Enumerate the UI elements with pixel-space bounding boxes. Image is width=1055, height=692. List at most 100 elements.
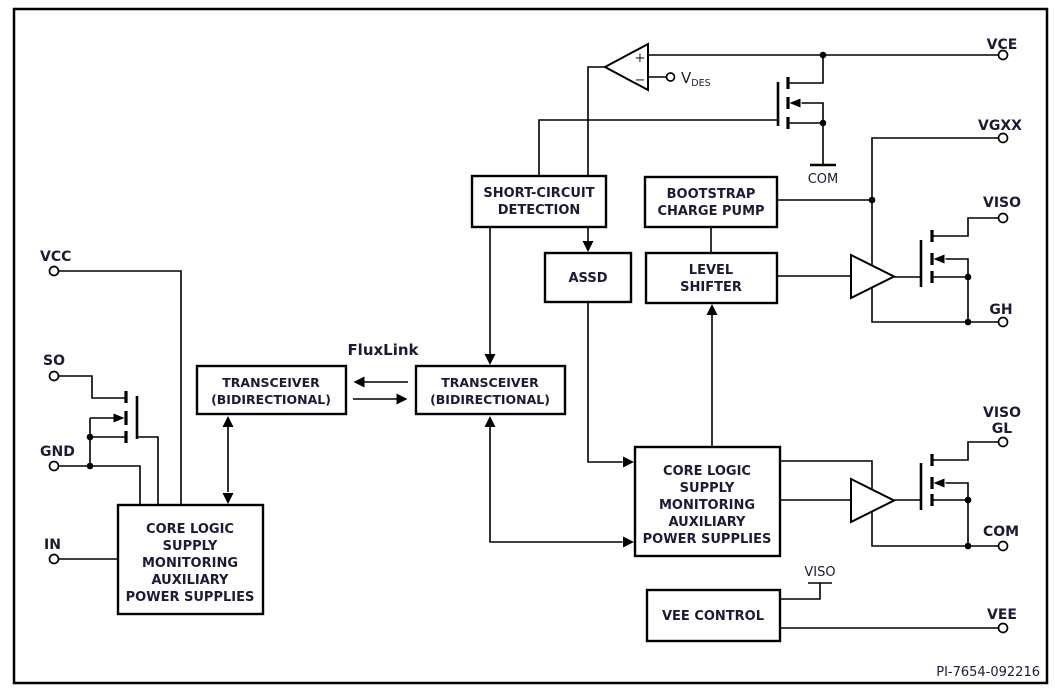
wire-pmos-body <box>801 102 824 123</box>
block-assd: ASSD <box>543 251 633 304</box>
wire-mosfet-high-body <box>945 258 969 277</box>
arrow-into-transceiver-left-bottom <box>222 416 234 427</box>
fluxlink-label: FluxLink <box>347 341 419 359</box>
wire-assd-to-core-right <box>587 302 623 463</box>
block-transceiver-left: TRANSCEIVER (BIDIRECTIONAL) <box>195 364 348 416</box>
desat-pmos <box>776 77 801 129</box>
pin-gh-label: GH <box>989 302 1012 318</box>
block-core-logic-right-box <box>633 445 782 558</box>
pin-vcc-terminal <box>48 265 60 277</box>
junction-dot <box>964 318 972 326</box>
comparator-minus-sign: − <box>635 73 646 88</box>
pin-viso-low-label: VISO <box>983 405 1021 421</box>
pin-vce-terminal <box>997 49 1009 61</box>
block-bootstrap-charge-pump-box <box>643 175 779 229</box>
block-bootstrap-charge-pump: BOOTSTRAP CHARGE PUMP <box>643 175 779 229</box>
high-side-mosfet-body-arrow <box>933 254 945 264</box>
pin-vee-label: VEE <box>987 607 1017 623</box>
junction-dot <box>964 273 972 281</box>
left-mosfet <box>113 391 139 443</box>
block-label: TRANSCEIVER <box>441 375 539 390</box>
pin-in-terminal <box>48 553 60 565</box>
junction-dot <box>868 196 876 204</box>
high-side-buffer <box>850 253 897 300</box>
high-side-mosfet <box>919 230 945 287</box>
pin-vgxx-label: VGXX <box>978 118 1022 134</box>
vdes-subscript: DES <box>691 78 710 89</box>
block-label: MONITORING <box>142 556 238 571</box>
pin-gl-label: GL <box>992 421 1012 437</box>
block-label: CHARGE PUMP <box>657 204 764 219</box>
pin-viso-high-label: VISO <box>983 195 1021 211</box>
pin-gl-terminal <box>997 436 1009 448</box>
block-label: CORE LOGIC <box>146 522 234 537</box>
block-core-logic-left-box <box>116 503 265 616</box>
labels: VCC SO GND IN VCE VGXX VISO GH VISO GL C… <box>40 37 1040 680</box>
vdes-terminal <box>665 72 676 82</box>
pin-gnd-label: GND <box>40 444 75 460</box>
wire-mosfet-low-drain-gl <box>932 441 999 461</box>
pin-viso-high-terminal <box>997 212 1009 224</box>
pin-vee-terminal <box>997 622 1009 634</box>
junction-dot <box>819 51 827 59</box>
wire-gnd <box>58 465 141 505</box>
block-label: ASSD <box>569 271 608 286</box>
pin-vgxx-terminal <box>997 132 1009 144</box>
pin-so-label: SO <box>43 353 65 369</box>
block-label: SUPPLY <box>680 481 735 496</box>
wire-mosfet-low-body <box>945 482 969 500</box>
wire-comparator-output <box>587 66 605 176</box>
block-level-shifter-box <box>644 251 779 305</box>
block-transceiver-right-box <box>414 364 567 416</box>
wire-mosfet-high-drain-viso <box>932 217 999 237</box>
low-side-mosfet <box>919 454 945 510</box>
pin-vce-label: VCE <box>987 37 1018 53</box>
arrow-into-level-shifter <box>706 304 718 315</box>
block-label: BOOTSTRAP <box>667 187 756 202</box>
block-short-circuit-detection-box <box>470 174 608 229</box>
block-label: CORE LOGIC <box>663 464 751 479</box>
block-transceiver-left-box <box>195 364 348 416</box>
arrow-into-transceiver-right-top <box>484 354 496 365</box>
block-label: TRANSCEIVER <box>222 375 320 390</box>
pin-gh-terminal <box>997 316 1009 328</box>
fluxlink-arrow-left <box>353 376 365 388</box>
vdes-main: V <box>681 69 692 87</box>
pin-com-label: COM <box>983 524 1019 540</box>
wire-vcc <box>58 270 182 505</box>
block-label: AUXILIARY <box>152 573 230 588</box>
block-vee-control: VEE CONTROL <box>645 588 782 643</box>
arrow-into-transceiver-right-bottom <box>484 416 496 427</box>
junction-dots <box>86 51 972 550</box>
block-label: (BIDIRECTIONAL) <box>211 392 331 407</box>
comparator-plus-sign: + <box>635 51 646 66</box>
arrowheads <box>222 241 718 548</box>
block-label: DETECTION <box>498 203 581 218</box>
block-assd-box <box>543 251 633 304</box>
wire-transceiver-to-core-right <box>489 427 623 543</box>
block-label: SHORT-CIRCUIT <box>483 186 594 201</box>
pin-so-terminal <box>48 370 60 382</box>
wire-scd-to-pmos-gate <box>538 119 778 176</box>
junction-dot <box>819 119 827 127</box>
junction-dot <box>86 433 94 441</box>
wire-pmos-drain <box>788 55 824 84</box>
pin-in-label: IN <box>44 537 61 553</box>
wire-vgxx-gh-rail <box>871 137 999 323</box>
block-vee-control-box <box>645 588 782 643</box>
arrow-into-core-left-top <box>222 493 234 504</box>
pin-terminals <box>48 49 1009 634</box>
block-label: MONITORING <box>659 498 755 513</box>
left-mosfet-body-arrow <box>113 413 125 423</box>
junction-dot <box>964 542 972 550</box>
wire-left-mosfet-gate <box>137 436 159 505</box>
arrow-into-assd <box>582 241 594 252</box>
block-label: AUXILIARY <box>669 515 747 530</box>
wire-viso-tap <box>780 582 832 600</box>
fluxlink-arrow-right <box>396 393 408 405</box>
block-label: (BIDIRECTIONAL) <box>430 392 550 407</box>
block-label: SUPPLY <box>163 539 218 554</box>
figure-code: PI-7654-092216 <box>936 665 1040 680</box>
